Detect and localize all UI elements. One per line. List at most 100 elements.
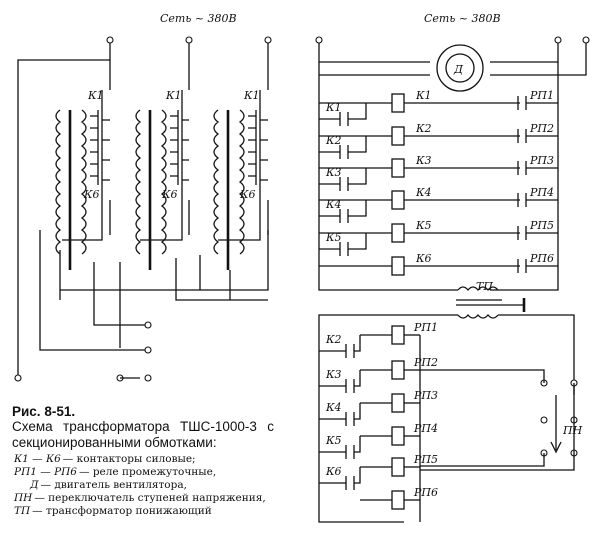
interlock-contact-label: К1: [325, 101, 342, 114]
interlock-contact: [339, 145, 349, 159]
relay-contact-label: РП6: [529, 252, 554, 265]
contactor-coil: [391, 190, 405, 210]
legend-key: РП1 — РП6: [14, 466, 77, 478]
legend: К1 — К6 — контакторы силовые; РП1 — РП6 …: [14, 453, 276, 518]
interlock-contact-label: К3: [325, 368, 342, 381]
interlock-contact: [345, 379, 355, 393]
interlock-contact: [345, 412, 355, 426]
coil-label: К5: [415, 219, 432, 232]
k1-label-phase-3: К1: [243, 89, 260, 102]
legend-item: РП1 — РП6 — реле промежуточные,: [14, 466, 276, 479]
legend-text: — реле промежуточные,: [78, 466, 217, 478]
contactor-coil: [391, 158, 405, 178]
interlock-contact: [345, 445, 355, 459]
relay-coil: [391, 490, 405, 510]
interlock-contact: [339, 242, 349, 256]
motor-fan: Д: [436, 44, 484, 92]
figure-title: Схема трансформатора ТШС-1000-3 с секцио…: [12, 419, 274, 450]
k1-label-phase-1: К1: [87, 89, 104, 102]
legend-text: — контакторы силовые;: [62, 453, 196, 465]
k6-label-phase-3: К6: [239, 188, 256, 201]
contactor-coil: [391, 93, 405, 113]
interlock-contact-label: К2: [325, 134, 342, 147]
legend-key: К1 — К6: [14, 453, 61, 465]
legend-item: Д — двигатель вентилятора,: [14, 479, 276, 492]
phase-1-winding: [55, 60, 111, 270]
output-terminals: [14, 321, 152, 382]
relay-contact-label: РП4: [529, 186, 554, 199]
interlock-contact: [339, 177, 349, 191]
k6-label-phase-2: К6: [161, 188, 178, 201]
interlock-contact-label: К6: [325, 465, 342, 478]
relay-coil: [391, 393, 405, 413]
motor-label: Д: [453, 63, 464, 76]
contactor-coil: [391, 126, 405, 146]
legend-text: — двигатель вентилятора,: [40, 479, 187, 491]
legend-key: Д: [30, 479, 39, 491]
voltage-step-switch: ПН: [420, 369, 583, 471]
relay-coil-label: РП5: [413, 453, 438, 466]
upper-row: К6 РП6: [319, 252, 558, 276]
k1-label-phase-2: К1: [165, 89, 182, 102]
relay-coil: [391, 360, 405, 380]
coil-label: К2: [415, 122, 432, 135]
coil-label: К6: [415, 252, 432, 265]
relay-contact-label: РП1: [529, 89, 554, 102]
contactor-coil: [391, 256, 405, 276]
coil-label: К3: [415, 154, 432, 167]
figure-number: Рис. 8-51.: [12, 404, 76, 419]
phase-3-winding: [213, 60, 269, 270]
switch-label: ПН: [562, 424, 583, 437]
control-transformer: ТП: [318, 280, 575, 523]
legend-item: ТП — трансформатор понижающий: [14, 505, 276, 518]
contactor-coil: [391, 223, 405, 243]
interlock-contact: [339, 112, 349, 126]
lower-row: РП6: [360, 486, 438, 510]
legend-item: К1 — К6 — контакторы силовые;: [14, 453, 276, 466]
legend-key: ПН: [14, 492, 33, 504]
interlock-contact: [345, 476, 355, 490]
transformer-label: ТП: [476, 280, 493, 293]
interlock-contact-label: К2: [325, 333, 342, 346]
relay-coil: [391, 457, 405, 477]
relay-contact-label: РП2: [529, 122, 554, 135]
interlock-contact-label: К5: [325, 231, 342, 244]
relay-coil-label: РП3: [413, 389, 438, 402]
interlock-contact: [345, 344, 355, 358]
phase-2-winding: [135, 60, 190, 270]
legend-item: ПН — переключатель ступеней напряжения,: [14, 492, 276, 505]
left-supply-terminals: [106, 36, 272, 44]
relay-coil-label: РП6: [413, 486, 438, 499]
left-supply-label: Сеть ~ 380В: [160, 12, 237, 25]
legend-text: — переключатель ступеней напряжения,: [34, 492, 266, 504]
relay-contact-label: РП3: [529, 154, 554, 167]
relay-coil: [391, 325, 405, 345]
coil-label: К4: [415, 186, 432, 199]
legend-key: ТП: [14, 505, 31, 517]
legend-text: — трансформатор понижающий: [32, 505, 212, 517]
interlock-contact-label: К5: [325, 434, 342, 447]
relay-coil: [391, 426, 405, 446]
interlock-contact-label: К4: [325, 198, 342, 211]
left-power-circuit: Сеть ~ 380В: [14, 12, 272, 382]
coil-label: К1: [415, 89, 432, 102]
relay-coil-label: РП4: [413, 422, 438, 435]
interlock-contact: [339, 209, 349, 223]
relay-coil-label: РП1: [413, 321, 438, 334]
figure-caption: Рис. 8-51. Схема трансформатора ТШС-1000…: [12, 404, 274, 451]
k6-label-phase-1: К6: [83, 188, 100, 201]
interlock-contact-label: К4: [325, 401, 342, 414]
